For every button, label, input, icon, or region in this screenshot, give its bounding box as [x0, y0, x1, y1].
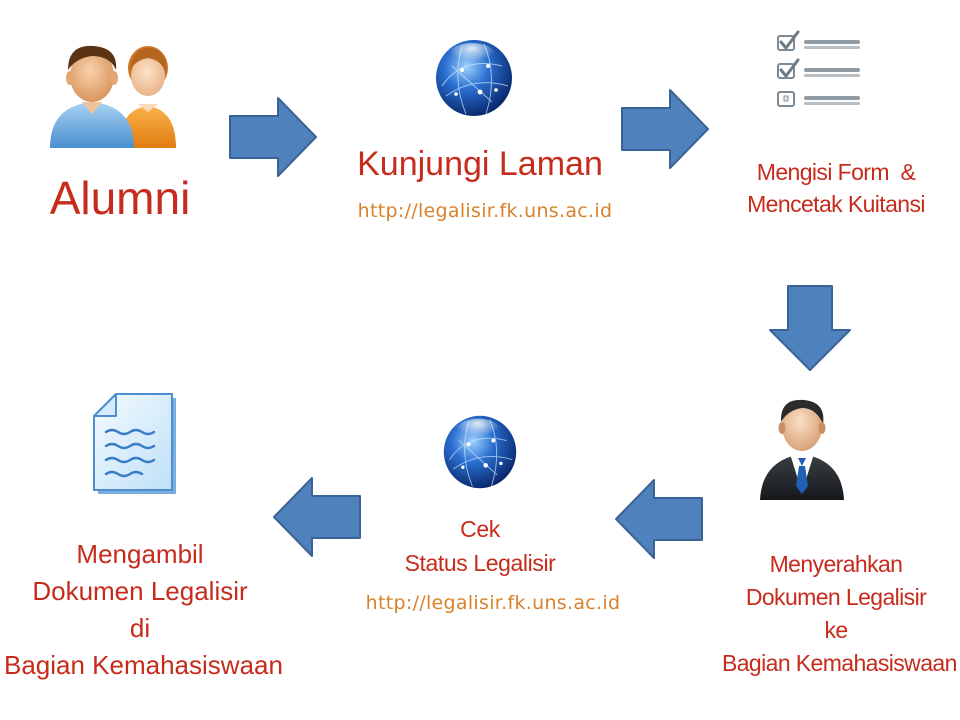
caption-line: ke [824, 617, 848, 643]
arrow-right-icon [620, 88, 710, 170]
arrow-right-icon [228, 96, 318, 178]
step-caption-check: Cek Status Legalisir [370, 512, 590, 580]
globe-icon [432, 36, 516, 120]
caption-line: Status Legalisir [404, 550, 556, 576]
caption-line: Kunjungi Laman [357, 145, 603, 183]
document-icon [86, 390, 182, 498]
caption-line: di [129, 613, 151, 643]
caption-line: Menyerahkan [769, 551, 903, 577]
step-caption-pickup: Mengambil Dokumen Legalisir di Bagian Ke… [4, 536, 283, 684]
arrow-left-icon [614, 478, 704, 560]
caption-line: Bagian Kemahasiswaan [722, 650, 957, 676]
step-caption-alumni: Alumni [30, 168, 210, 228]
step-caption-visit: Kunjungi Laman [330, 142, 630, 186]
step-caption-submit: Menyerahkan Dokumen Legalisir ke Bagian … [722, 548, 957, 680]
checklist-icon [774, 30, 864, 112]
caption-line: Mengambil [76, 539, 204, 569]
step-caption-form: Mengisi Form & Mencetak Kuitansi [728, 156, 944, 220]
caption-line: Dokumen Legalisir [745, 584, 927, 610]
globe-icon [440, 412, 520, 492]
caption-line: Alumni [49, 172, 191, 224]
arrow-left-icon [272, 476, 362, 558]
arrow-down-icon [768, 284, 852, 372]
caption-line: Dokumen Legalisir [32, 576, 248, 606]
businessman-icon [756, 396, 848, 500]
caption-line: Cek [460, 516, 500, 542]
people-icon [48, 40, 180, 150]
caption-line: Mencetak Kuitansi [747, 191, 925, 217]
caption-line: Bagian Kemahasiswaan [4, 650, 283, 680]
site-url: http://legalisir.fk.uns.ac.id [357, 200, 613, 222]
site-url: http://legalisir.fk.uns.ac.id [365, 592, 621, 614]
caption-line: Mengisi Form & [756, 159, 916, 185]
